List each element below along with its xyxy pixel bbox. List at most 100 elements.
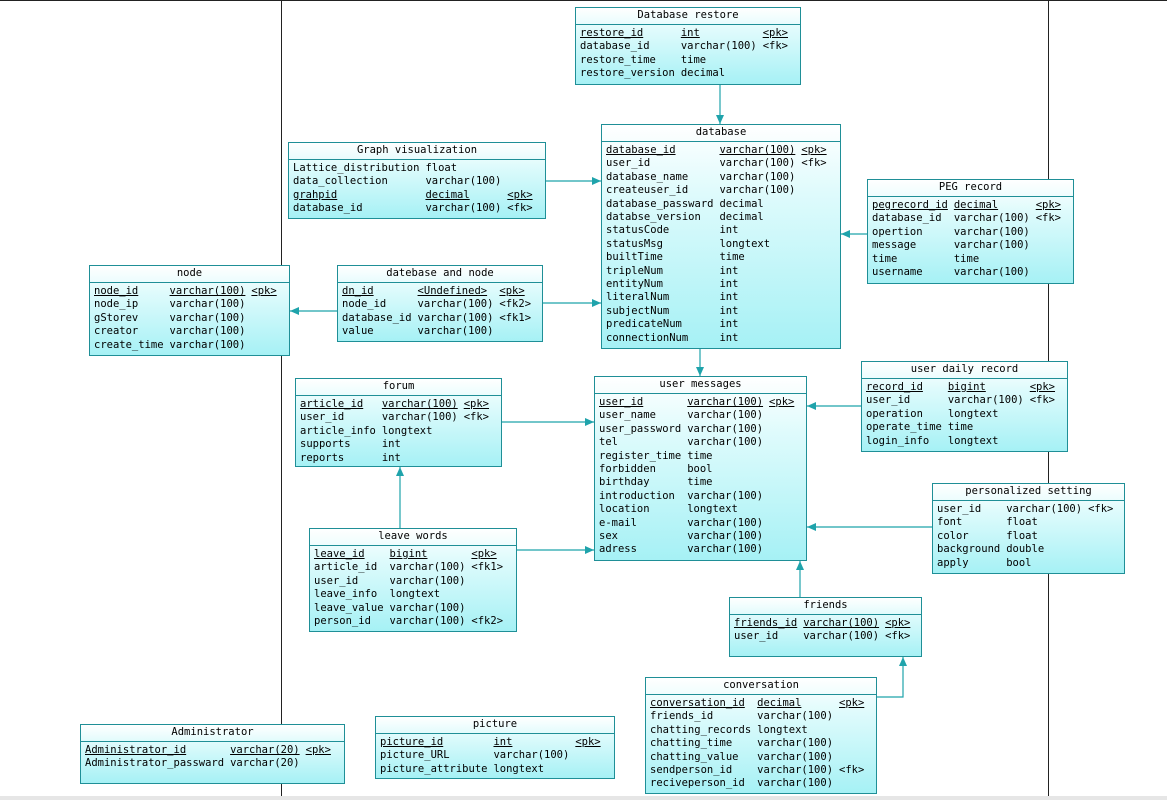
attr-name: Administrator_id [85, 744, 187, 756]
attr-key [801, 238, 826, 251]
attr-type: longtext [947, 434, 999, 447]
attr-name: e-mail [599, 516, 637, 529]
attr-type: varchar(100) [389, 561, 466, 574]
attr-key: <fk> [1088, 503, 1114, 515]
attr-name: time [872, 252, 898, 265]
entity-graph-visualization[interactable]: Graph visualization Lattice_distribution… [288, 142, 546, 219]
attr-type: varchar(100) [425, 202, 502, 215]
entity-datebase-and-node[interactable]: datebase and node dn_id<Undefined><pk> n… [337, 265, 543, 342]
attr-name: chatting_value [650, 750, 739, 763]
attr-key: <fk> [463, 411, 490, 424]
entity-title: forum [296, 379, 501, 396]
attr-type: decimal [719, 211, 764, 224]
attr-type: decimal [953, 199, 999, 211]
attr-key [1088, 530, 1113, 543]
attr-type: varchar(100) [687, 516, 764, 529]
attr-name: createuser_id [606, 184, 689, 197]
attr-type: varchar(100) [947, 394, 1024, 407]
attr-type: varchar(100) [687, 409, 764, 422]
attr-name: grahpid [293, 188, 338, 201]
attr-key: <pk> [769, 396, 795, 408]
attr-key [471, 575, 503, 588]
attr-key: <pk> [1029, 381, 1056, 393]
attr-type: varchar(100) [687, 436, 764, 449]
attr-name: operate_time [866, 421, 942, 434]
attr-type: varchar(100) [169, 338, 246, 351]
attr-key: <pk> [885, 617, 911, 629]
attr-key [801, 184, 826, 197]
attr-name: user_id [314, 574, 359, 587]
attr-key [464, 425, 489, 438]
attr-key [251, 298, 276, 311]
attr-key [839, 737, 864, 750]
attr-type: varchar(100) [687, 489, 764, 502]
attr-name: user_id [606, 157, 651, 170]
attr-key [769, 409, 794, 422]
attr-name: picture_attribute [380, 762, 488, 775]
horizontal-scrollbar[interactable] [0, 796, 1167, 800]
attr-name: builtTime [606, 251, 663, 264]
attr-type: float [1006, 529, 1038, 542]
attr-type: varchar(100) [417, 311, 494, 324]
entity-title: user daily record [862, 362, 1067, 379]
attr-name: location [599, 503, 650, 516]
attr-key [251, 325, 276, 338]
attr-name: chatting_records [650, 723, 752, 736]
attr-name: user_password [599, 422, 682, 435]
attr-type: varchar(100) [757, 737, 834, 750]
attr-name: opertion [872, 225, 923, 238]
attr-type: varchar(100) [953, 239, 1030, 252]
attr-type: longtext [389, 588, 441, 601]
attr-key [769, 463, 794, 476]
attr-key [575, 763, 600, 776]
attr-key [839, 777, 864, 790]
attr-name: entityNum [606, 278, 663, 291]
attr-type: longtext [719, 237, 771, 250]
entity-title: node [90, 266, 289, 283]
attr-type: varchar(100) [757, 750, 834, 763]
attr-type: time [719, 251, 745, 264]
attr-key: <pk> [251, 285, 277, 297]
attr-key: <fk> [1035, 212, 1062, 225]
attr-key [769, 476, 794, 489]
attr-name: restore_time [580, 53, 656, 66]
attr-type: varchar(100) [417, 298, 494, 311]
attr-key [306, 757, 331, 770]
